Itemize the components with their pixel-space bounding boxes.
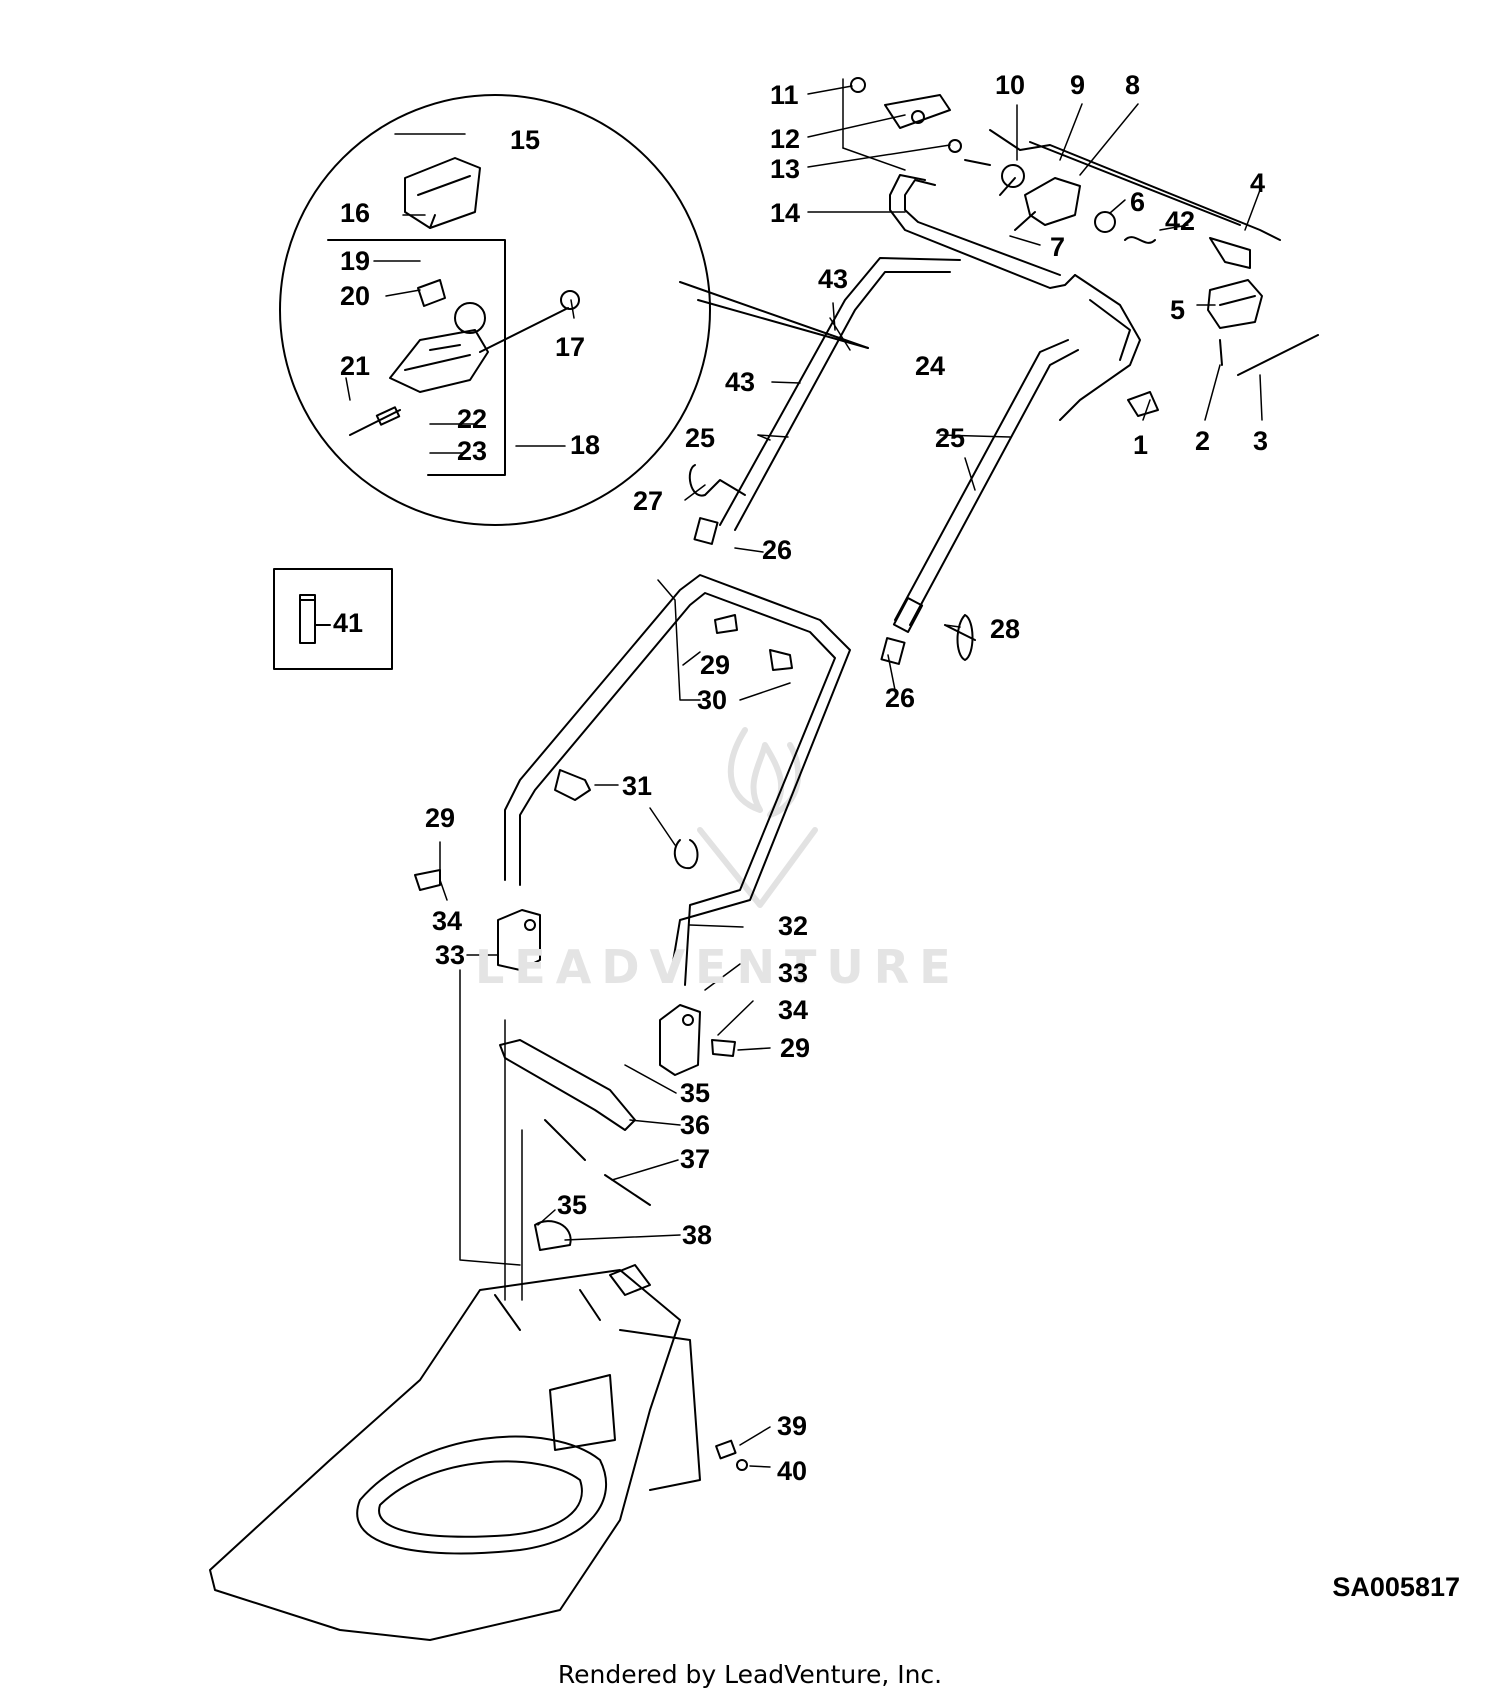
callout-33b: 33: [778, 958, 809, 988]
part-41-box: [273, 568, 393, 670]
callout-40: 40: [777, 1456, 808, 1486]
callout-35b: 35: [557, 1190, 588, 1220]
callout-4: 4: [1250, 168, 1266, 198]
callout-20: 20: [340, 281, 371, 311]
callout-38: 38: [682, 1220, 713, 1250]
callout-1: 1: [1133, 430, 1149, 460]
callout-27: 27: [633, 486, 664, 516]
callout-32: 32: [778, 911, 809, 941]
callout-29a: 29: [700, 650, 731, 680]
inset-bracket-line: [327, 239, 506, 476]
callout-37: 37: [680, 1144, 711, 1174]
switch-box: [1207, 279, 1263, 329]
callout-11: 11: [770, 80, 799, 110]
inset-lever: [417, 279, 486, 334]
clips-27-28: [688, 464, 976, 661]
callout-28: 28: [990, 614, 1021, 644]
callout-41: 41: [333, 608, 364, 638]
top-pivot-parts: [850, 77, 991, 166]
callout-26a: 26: [762, 535, 793, 565]
diagram-code: SA005817: [1332, 1572, 1460, 1602]
callout-33a: 33: [435, 940, 466, 970]
callout-31: 31: [622, 771, 653, 801]
brackets-33: [497, 909, 701, 1076]
callout-29c: 29: [780, 1033, 811, 1063]
callout-2: 2: [1195, 426, 1211, 456]
callout-12: 12: [770, 124, 801, 154]
callout-7: 7: [1050, 232, 1066, 262]
lower-handle: [504, 574, 851, 986]
callout-18: 18: [570, 430, 601, 460]
callout-42: 42: [1165, 206, 1196, 236]
callout-29b: 29: [425, 803, 456, 833]
callout-30: 30: [697, 685, 728, 715]
crossbar-36: [499, 1039, 636, 1131]
control-bail-rod: [989, 129, 1281, 269]
callout-6: 6: [1130, 187, 1146, 217]
callout-35a: 35: [680, 1078, 711, 1108]
callout-14: 14: [770, 198, 801, 228]
upper-handle-tubes: [693, 257, 1079, 665]
inset-handle-cover: [404, 157, 481, 229]
footer-credit: Rendered by LeadVenture, Inc.: [557, 1660, 943, 1689]
callout-36: 36: [680, 1110, 711, 1140]
callout-5: 5: [1170, 295, 1186, 325]
control-block: [999, 164, 1156, 244]
callout-23: 23: [457, 436, 488, 466]
callout-8: 8: [1125, 70, 1141, 100]
inset-bushing: [479, 290, 580, 353]
callout-19: 19: [340, 246, 371, 276]
inset-detail-circle: [279, 94, 869, 526]
watermark-text: LEADVENTURE: [475, 940, 961, 994]
leader-lines: [345, 78, 1263, 1468]
callout-13: 13: [770, 154, 801, 184]
callout-21: 21: [340, 351, 371, 381]
callout-22: 22: [457, 404, 488, 434]
callout-9: 9: [1070, 70, 1086, 100]
callout-25b: 25: [935, 423, 966, 453]
cable-end-parts: [1127, 334, 1319, 417]
callout-34b: 34: [778, 995, 809, 1025]
parts-39-40: [715, 1439, 748, 1471]
callout-26b: 26: [885, 683, 916, 713]
mounts-38: [534, 1220, 651, 1296]
callout-10: 10: [995, 70, 1026, 100]
callout-3: 3: [1253, 426, 1269, 456]
inset-cable: [349, 406, 401, 436]
callout-43a: 43: [818, 264, 849, 294]
mower-deck: [209, 1269, 701, 1641]
inset-housing: [389, 329, 489, 393]
clamps-31: [554, 769, 699, 870]
upper-handle-bar: [889, 174, 1141, 421]
callout-34a: 34: [432, 906, 463, 936]
knobs-29: [414, 614, 793, 1057]
callout-16: 16: [340, 198, 371, 228]
callout-39: 39: [777, 1411, 808, 1441]
callout-17: 17: [555, 332, 586, 362]
callout-43b: 43: [725, 367, 756, 397]
callout-25a: 25: [685, 423, 716, 453]
callout-24: 24: [915, 351, 946, 381]
callout-15: 15: [510, 125, 541, 155]
